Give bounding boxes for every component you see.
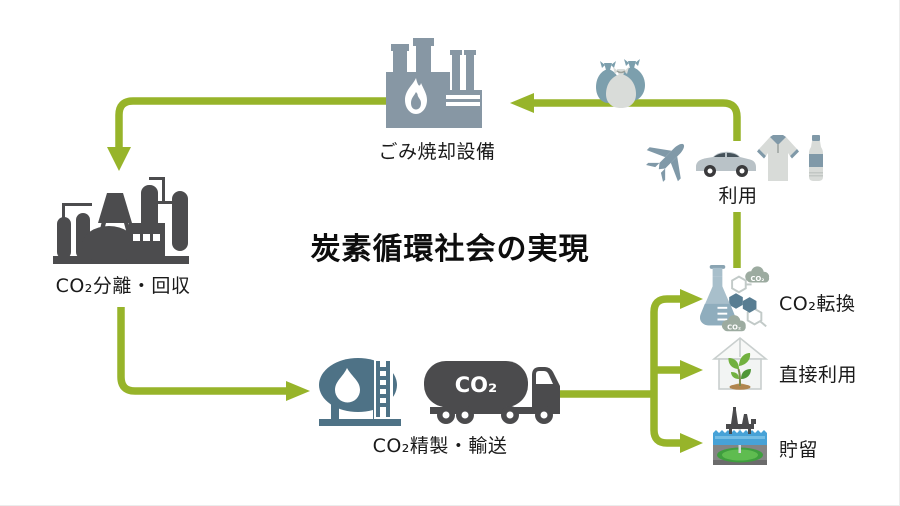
arrow-incinerator-to-separation [107, 97, 391, 171]
direct-use-label: 直接利用 [779, 364, 858, 386]
arrow-refining-to-branches [557, 289, 703, 453]
arrow-separation-to-refining [117, 307, 310, 401]
chemical-plant-icon [45, 171, 195, 266]
bottle-icon [805, 135, 827, 182]
conversion-label: CO₂転換 [779, 293, 856, 315]
storage-label: 貯留 [779, 439, 819, 461]
greenhouse-plant-icon [711, 335, 769, 393]
shirt-icon [757, 135, 799, 182]
diagram-title: 炭素循環社会の実現 [310, 232, 590, 267]
separation-label: CO₂分離・回収 [55, 275, 191, 297]
truck-co2-text: CO₂ [455, 373, 497, 397]
trash-bags-icon [594, 57, 648, 109]
airplane-icon [643, 136, 693, 184]
svg-text:CO₂: CO₂ [727, 324, 741, 332]
incinerator-label: ごみ焼却設備 [378, 141, 496, 163]
underground-storage-icon [711, 405, 769, 467]
co2-cloud-top: CO₂ [745, 266, 770, 283]
car-icon [693, 143, 759, 179]
use-label: 利用 [718, 185, 758, 207]
tanker-truck-icon: CO₂ [424, 355, 560, 427]
refining-label: CO₂精製・輸送 [372, 435, 508, 457]
co2-cloud-bottom: CO₂ [721, 315, 746, 332]
flask-molecules-icon: CO₂ CO₂ [696, 263, 776, 339]
arrow-use-to-incinerator [510, 93, 741, 141]
svg-text:CO₂: CO₂ [751, 275, 765, 283]
storage-tank-icon [317, 357, 413, 429]
incinerator-factory-icon [386, 38, 498, 135]
